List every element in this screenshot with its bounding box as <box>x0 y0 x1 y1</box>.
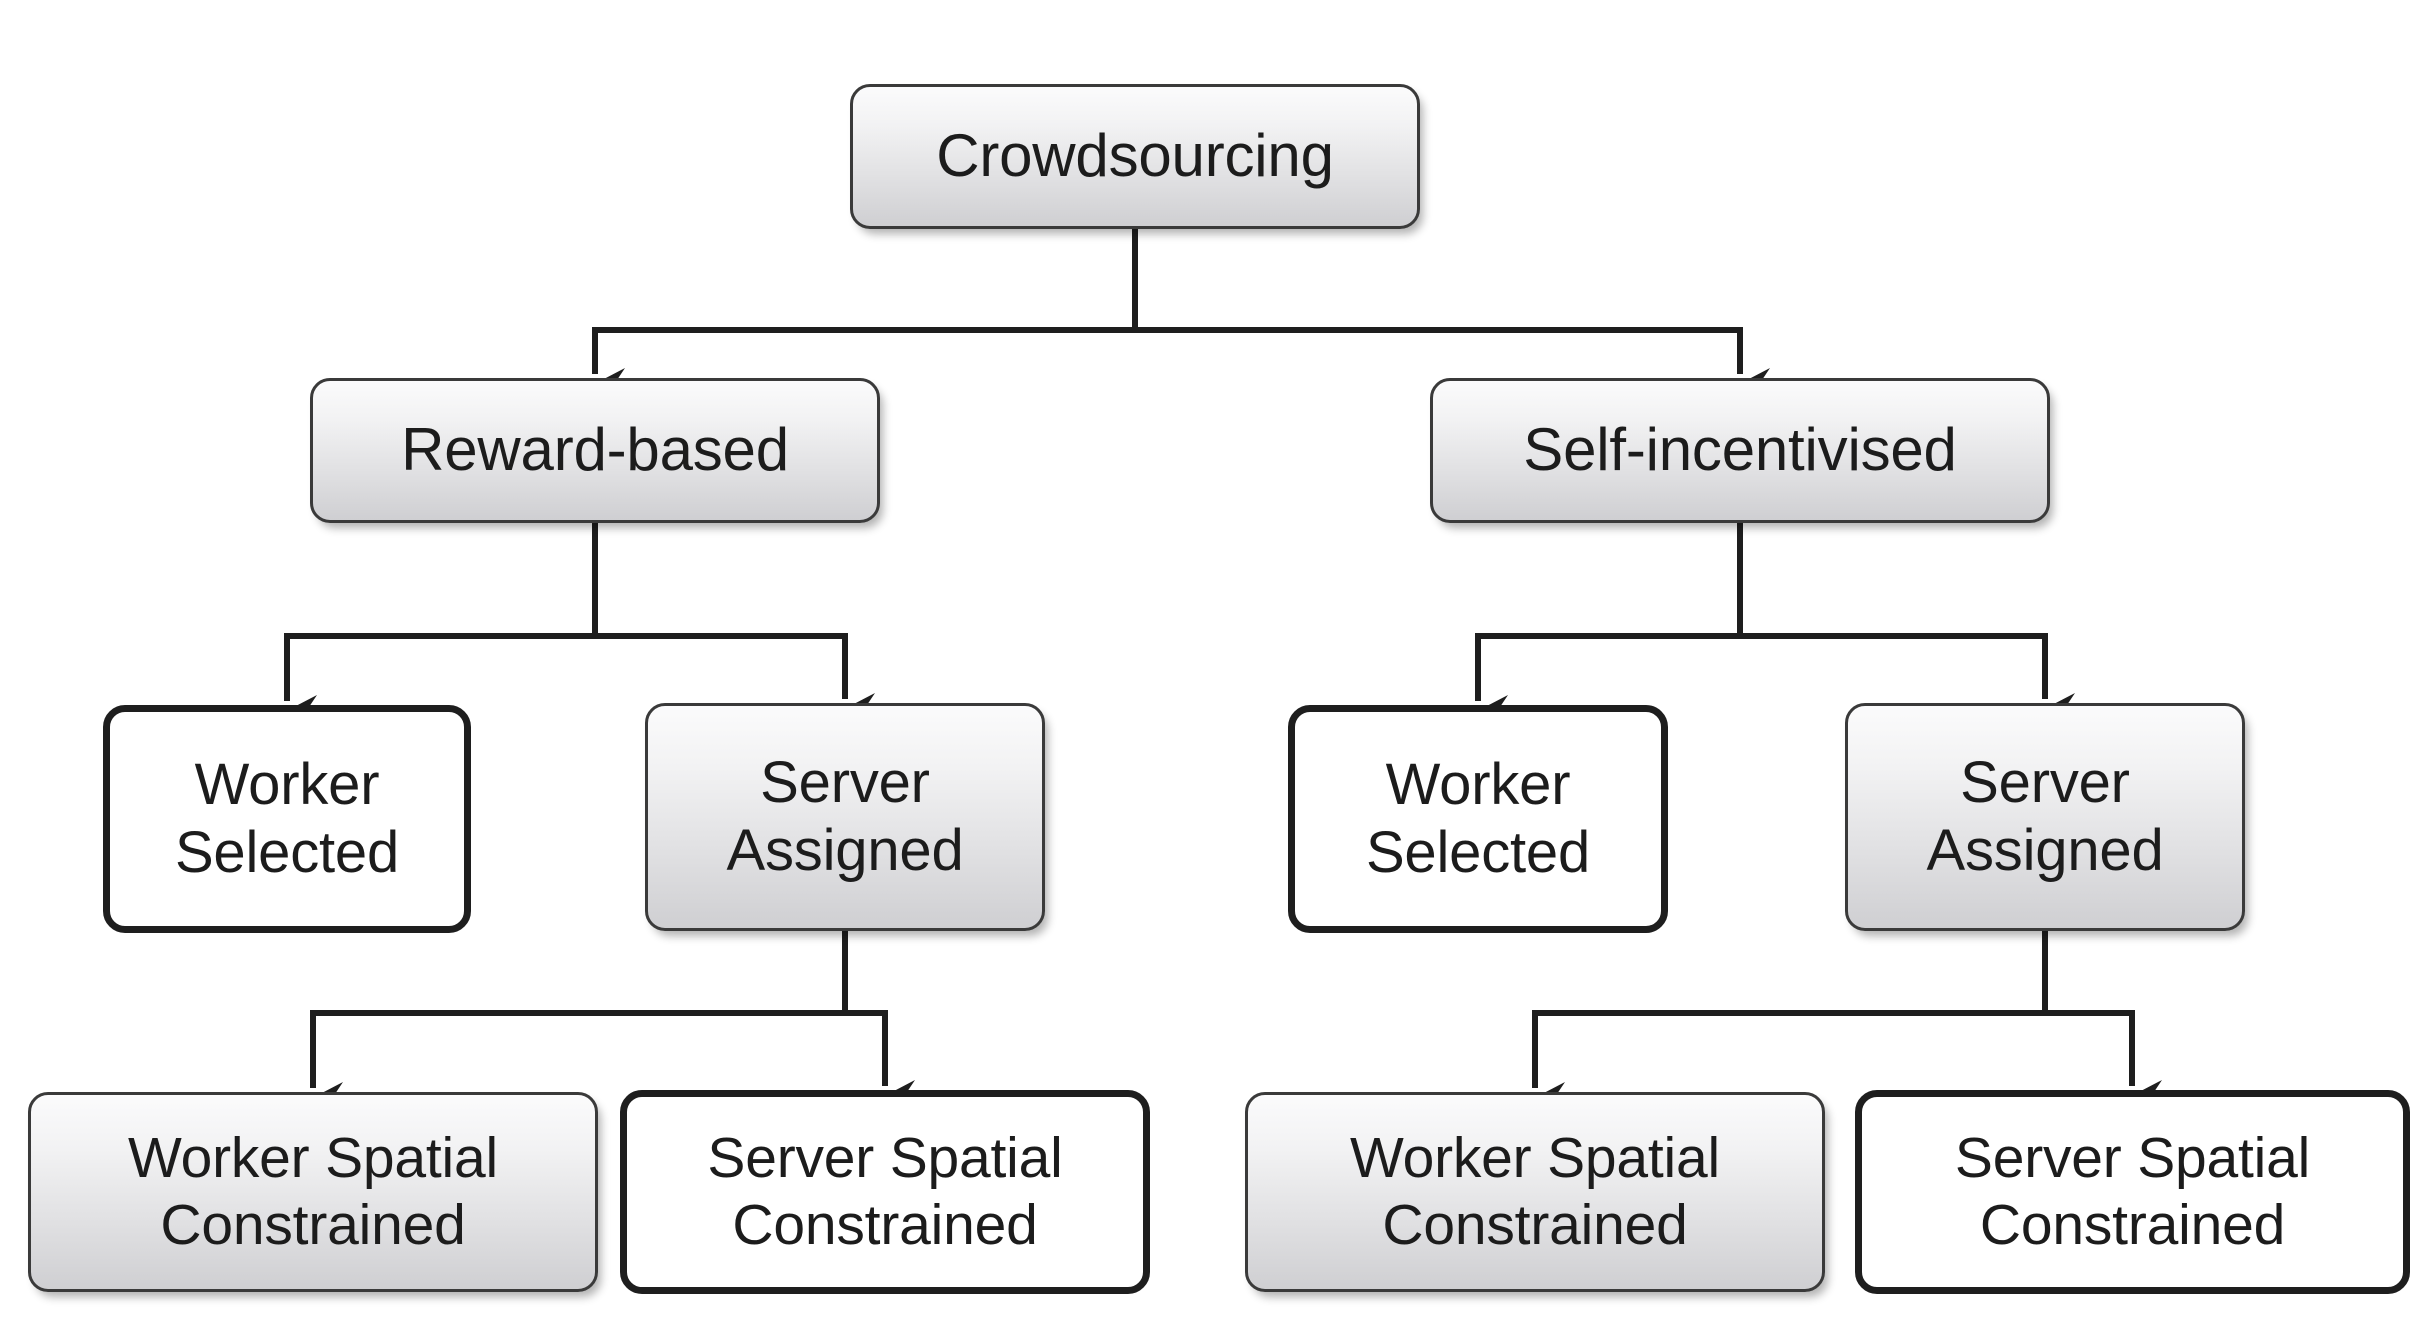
node-reward-worker-spatial-constrained[interactable]: Worker Spatial Constrained <box>28 1092 598 1292</box>
node-label: Worker Spatial Constrained <box>128 1125 498 1257</box>
connector-ssa-to-worker-spatial <box>1509 931 2048 1140</box>
connector-root-to-self-incentivised <box>1132 229 1770 426</box>
edge-paths <box>261 229 2162 1140</box>
node-label: Reward-based <box>401 416 789 484</box>
connector-self-to-server-assigned <box>1737 523 2075 751</box>
connector-reward-to-worker-selected <box>261 523 598 753</box>
node-label: Self-incentivised <box>1523 416 1957 484</box>
node-label: Server Assigned <box>726 749 964 883</box>
node-label: Server Assigned <box>1926 749 2164 883</box>
node-crowdsourcing[interactable]: Crowdsourcing <box>850 84 1420 229</box>
node-self-server-assigned[interactable]: Server Assigned <box>1845 703 2245 931</box>
node-self-incentivised[interactable]: Self-incentivised <box>1430 378 2050 523</box>
node-label: Worker Selected <box>174 751 400 885</box>
connector-ssa-to-server-spatial <box>2042 931 2162 1138</box>
connector-root-to-reward-based <box>569 229 1138 426</box>
node-reward-server-spatial-constrained[interactable]: Server Spatial Constrained <box>620 1090 1150 1294</box>
node-label: Crowdsourcing <box>936 122 1334 190</box>
connector-rsa-to-server-spatial <box>842 931 915 1138</box>
node-reward-server-assigned[interactable]: Server Assigned <box>645 703 1045 931</box>
connector-rsa-to-worker-spatial <box>287 931 848 1140</box>
connector-self-to-worker-selected <box>1452 523 1743 753</box>
node-label: Worker Spatial Constrained <box>1350 1125 1720 1257</box>
node-label: Worker Selected <box>1365 751 1591 885</box>
connector-reward-to-server-assigned <box>592 523 875 751</box>
node-self-server-spatial-constrained[interactable]: Server Spatial Constrained <box>1855 1090 2410 1294</box>
node-reward-based[interactable]: Reward-based <box>310 378 880 523</box>
node-self-worker-selected[interactable]: Worker Selected <box>1288 705 1668 933</box>
node-self-worker-spatial-constrained[interactable]: Worker Spatial Constrained <box>1245 1092 1825 1292</box>
node-reward-worker-selected[interactable]: Worker Selected <box>103 705 471 933</box>
node-label: Server Spatial Constrained <box>1954 1125 2311 1257</box>
node-label: Server Spatial Constrained <box>707 1125 1063 1257</box>
